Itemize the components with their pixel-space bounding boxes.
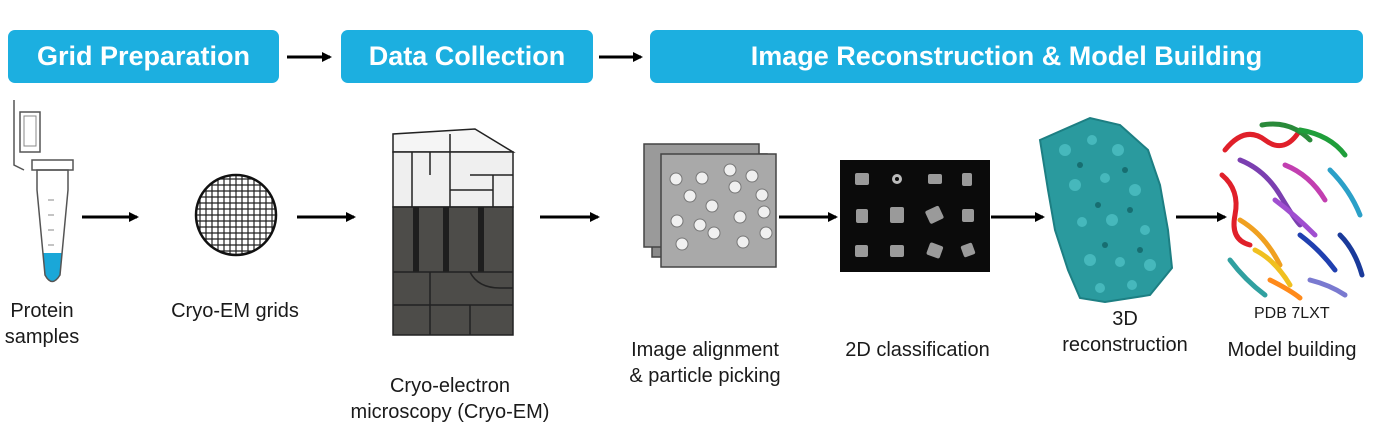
density-map-icon (1038, 116, 1174, 304)
caption-image-alignment: Image alignment & particle picking (610, 337, 800, 389)
class-averages-icon (840, 160, 990, 272)
caption-line: Protein (10, 300, 74, 322)
caption-model-building: Model building (1212, 337, 1372, 363)
microscope-icon (392, 128, 516, 336)
stage-image-reconstruction: Image Reconstruction & Model Building (650, 30, 1363, 83)
micrograph-stack-icon (643, 143, 777, 268)
stage-label: Data Collection (368, 41, 566, 71)
tube-icon (13, 100, 74, 283)
caption-line: samples (4, 326, 80, 348)
caption-line: Cryo-electron (389, 375, 511, 397)
grid-icon (194, 173, 278, 257)
caption-3d-reconstruction: 3D reconstruction (1045, 306, 1205, 358)
caption-line: Cryo-EM grids (171, 300, 299, 322)
caption-line: & particle picking (629, 365, 781, 387)
stage-data-collection: Data Collection (341, 30, 593, 83)
caption-line: Model building (1227, 339, 1357, 361)
stage-grid-preparation: Grid Preparation (8, 30, 279, 83)
caption-line: Image alignment (631, 339, 779, 361)
caption-protein-samples: Protein samples (2, 298, 82, 350)
protein-model-icon (1219, 121, 1365, 301)
pdb-id-label: PDB 7LXT (1254, 305, 1330, 322)
caption-line: 3D (1112, 308, 1138, 330)
caption-line: microscopy (Cryo-EM) (350, 401, 550, 423)
caption-cryo-electron-microscopy: Cryo-electron microscopy (Cryo-EM) (330, 373, 570, 425)
stage-label: Image Reconstruction & Model Building (750, 41, 1263, 71)
caption-cryo-em-grids: Cryo-EM grids (150, 298, 320, 324)
caption-2d-classification: 2D classification (825, 337, 1010, 363)
caption-line: 2D classification (845, 339, 990, 361)
stage-label: Grid Preparation (36, 41, 251, 71)
caption-line: reconstruction (1062, 334, 1188, 356)
